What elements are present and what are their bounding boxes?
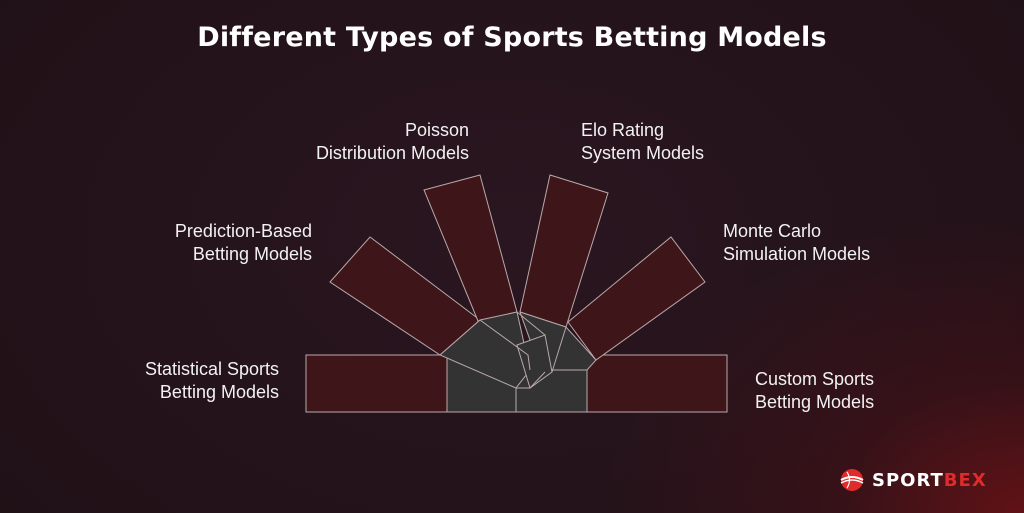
- label-prediction-line2: Betting Models: [192, 244, 312, 264]
- label-montecarlo-line1: Monte Carlo: [723, 221, 822, 241]
- brand-word-sport: SPORT: [872, 469, 944, 491]
- hub-line-1: [479, 319, 531, 371]
- brand-logo: SPORTBEX: [838, 466, 987, 494]
- brand-wordmark: SPORTBEX: [872, 470, 987, 491]
- label-elo-line1: Elo Rating: [581, 120, 665, 140]
- hub-line-2: [516, 311, 546, 336]
- label-elo: Elo Rating System Models: [581, 119, 704, 165]
- label-statistical: Statistical Sports Betting Models: [145, 358, 279, 404]
- page-title: Different Types of Sports Betting Models: [197, 22, 827, 53]
- label-custom-line1: Custom Sports: [755, 369, 875, 389]
- bar-statistical: [305, 354, 448, 413]
- label-poisson-line1: Poisson: [404, 120, 469, 140]
- label-prediction-line1: Prediction-Based: [174, 221, 312, 241]
- bar-custom: [586, 354, 728, 413]
- label-montecarlo: Monte Carlo Simulation Models: [723, 220, 870, 266]
- label-poisson: Poisson Distribution Models: [316, 119, 469, 165]
- hub-wedge-left: [439, 311, 531, 389]
- label-statistical-line1: Statistical Sports: [144, 359, 279, 379]
- label-elo-line2: System Models: [581, 143, 705, 163]
- label-custom: Custom Sports Betting Models: [755, 368, 874, 414]
- hub-line-3: [551, 326, 567, 373]
- label-poisson-line2: Distribution Models: [315, 143, 469, 163]
- label-custom-line2: Betting Models: [755, 392, 875, 412]
- label-statistical-line2: Betting Models: [159, 382, 279, 402]
- label-montecarlo-line2: Simulation Models: [723, 244, 871, 264]
- brand-word-bex: BEX: [943, 469, 987, 491]
- hub-line-4: [516, 371, 546, 389]
- bar-montecarlo: [567, 236, 706, 361]
- label-prediction: Prediction-Based Betting Models: [175, 220, 312, 266]
- sportbex-globe-icon: [840, 469, 864, 491]
